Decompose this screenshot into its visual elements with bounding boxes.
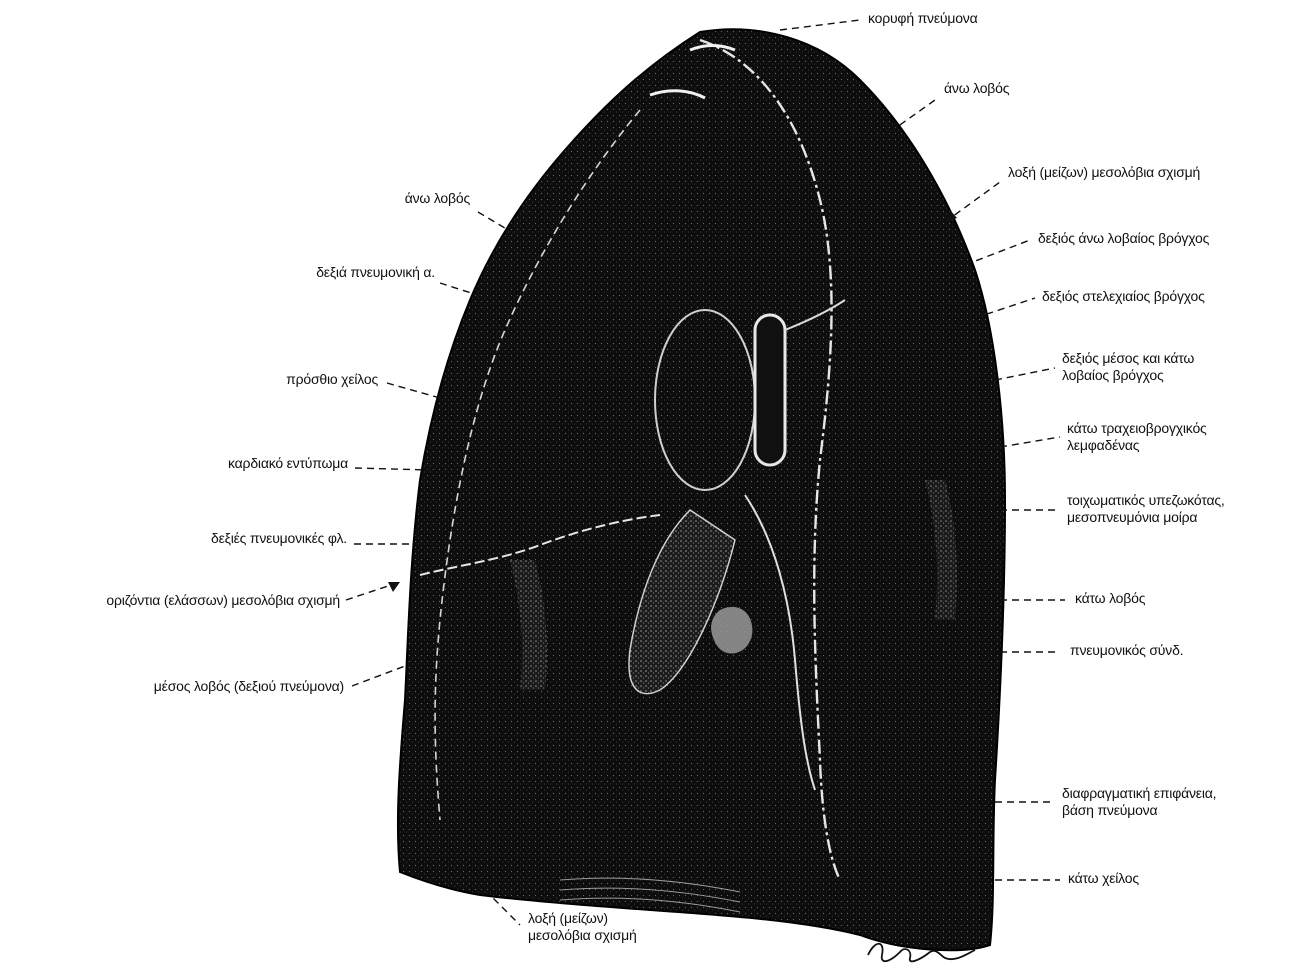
label-oblique-fissure-bottom: λοξή (μείζων) μεσολόβια σχισμή (528, 910, 728, 944)
label-tracheobronchial-node: κάτω τραχειοβρογχικός λεμφαδένας (1067, 420, 1287, 454)
label-horizontal-fissure: οριζόντια (ελάσσων) μεσολόβια σχισμή (10, 592, 340, 609)
bronchus-shape (755, 315, 785, 465)
label-middle-lower-bronchus: δεξιός μέσος και κάτω λοβαίος βρόγχος (1062, 350, 1287, 384)
leader-cardiac-impression (355, 468, 430, 470)
label-upper-lobe-bronchus: δεξιός άνω λοβαίος βρόγχος (1038, 230, 1288, 247)
label-anterior-border: πρόσθιο χείλος (190, 371, 378, 388)
label-right-pulmonary-veins: δεξιές πνευμονικές φλ. (90, 530, 347, 547)
label-cardiac-impression: καρδιακό εντύπωμα (130, 455, 348, 472)
label-main-bronchus: δεξιός στελεχιαίος βρόγχος (1042, 288, 1290, 305)
leader-middle-lobe (352, 666, 405, 686)
leader-upper-lobe-bronchus (965, 240, 1030, 265)
label-oblique-fissure: λοξή (μείζων) μεσολόβια σχισμή (1008, 164, 1288, 181)
label-upper-lobe-right: άνω λοβός (944, 80, 1144, 97)
leader-anterior-border (387, 383, 440, 398)
leader-apex (780, 20, 860, 30)
leader-tracheobronchial-node (1000, 437, 1060, 447)
label-mediastinal-part: τοιχωματικός υπεζωκότας, μεσοπνευμόνια μ… (1067, 492, 1289, 526)
leader-middle-lower-bronchus (995, 368, 1055, 380)
label-middle-lobe: μέσος λοβός (δεξιού πνεύμονα) (40, 678, 344, 695)
label-upper-lobe-left: άνω λοβός (280, 190, 470, 207)
label-lower-lobe: κάτω λοβός (1075, 590, 1275, 607)
label-inferior-border: κάτω χείλος (1068, 870, 1268, 887)
lung-illustration (398, 29, 1005, 950)
label-diaphragmatic-surface: διαφραγματική επιφάνεια, βάση πνεύμονα (1062, 785, 1287, 819)
arrow-horizontal-fissure (388, 582, 400, 592)
label-pulmonary-ligament: πνευμονικός σύνδ. (1070, 642, 1280, 659)
label-right-pulmonary-artery: δεξιά πνευμονική α. (210, 264, 435, 281)
label-apex: κορυφή πνεύμονα (868, 10, 1128, 27)
